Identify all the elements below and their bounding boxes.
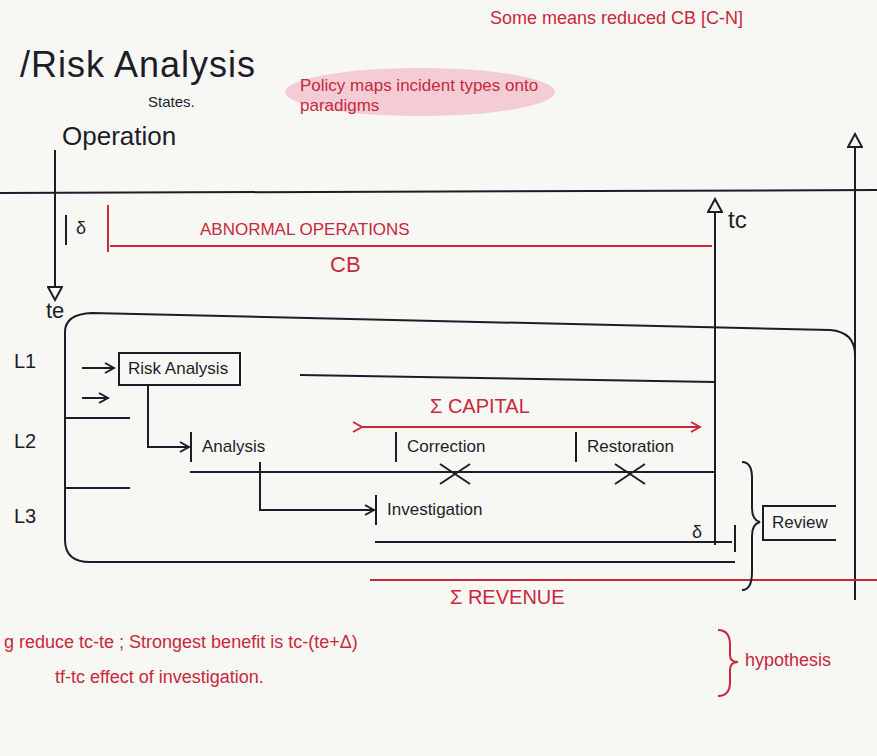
sum-label: Σ CAPITAL [430, 395, 530, 418]
node-text: Investigation [387, 500, 485, 520]
small-arrow [82, 397, 108, 399]
delta-symbol: δ [692, 522, 702, 543]
loop-outline [65, 313, 855, 562]
time-label: te [46, 298, 64, 323]
sum-label: Σ REVENUE [450, 586, 565, 609]
revenue-line [370, 579, 877, 581]
delta-tick [107, 205, 109, 252]
smudge [285, 68, 555, 116]
delta-symbol: δ [76, 218, 86, 239]
note-text: hypothesis [745, 650, 831, 671]
band-label: ABNORMAL OPERATIONS [200, 220, 410, 240]
node-text: Analysis [202, 437, 268, 457]
level-label: L2 [14, 430, 36, 453]
title-text: /Risk Analysis [20, 44, 256, 85]
cross-mark [615, 464, 645, 484]
node-text: Risk Analysis [128, 359, 231, 379]
note-text: Some means reduced CB [C-N] [490, 8, 743, 29]
time-label: tc [728, 206, 747, 234]
band-line [65, 487, 130, 489]
band-line [65, 417, 130, 419]
process-box: Risk Analysis [118, 352, 241, 386]
end-tick [734, 525, 736, 552]
state-text: Operation [62, 122, 176, 152]
node-text: Review [772, 513, 830, 533]
node-text: Correction [407, 437, 488, 457]
level-label: L1 [14, 350, 36, 373]
capital-span [362, 426, 700, 428]
phase-segment: Correction [395, 432, 494, 462]
flow-arrow [148, 386, 189, 447]
brace [742, 462, 760, 590]
small-arrow [82, 367, 114, 369]
symbol-label: CB [330, 252, 361, 277]
level-label: L3 [14, 505, 36, 528]
note-text: States. [148, 93, 195, 110]
brace [718, 630, 738, 696]
phase-segment: Investigation [375, 495, 491, 525]
review-bracket: Review [762, 505, 836, 541]
tc-arrow [714, 205, 716, 545]
node-text: Restoration [587, 437, 676, 457]
phase-segment: Restoration [575, 432, 682, 462]
te-arrow [54, 150, 56, 294]
cross-mark [440, 464, 470, 484]
note-text: Policy maps incident types onto paradigm… [300, 76, 550, 115]
note-text: tf-tc effect of investigation. [55, 667, 264, 688]
abnormal-line [110, 245, 712, 247]
flow-arrow [260, 462, 374, 510]
divider-line [0, 190, 877, 193]
outer-arrow [854, 140, 856, 600]
note-text: g reduce tc-te ; Strongest benefit is tc… [4, 632, 358, 653]
phase-segment: Analysis [190, 432, 274, 462]
timeline [375, 541, 732, 543]
timeline [300, 375, 715, 382]
delta-tick [65, 215, 67, 245]
